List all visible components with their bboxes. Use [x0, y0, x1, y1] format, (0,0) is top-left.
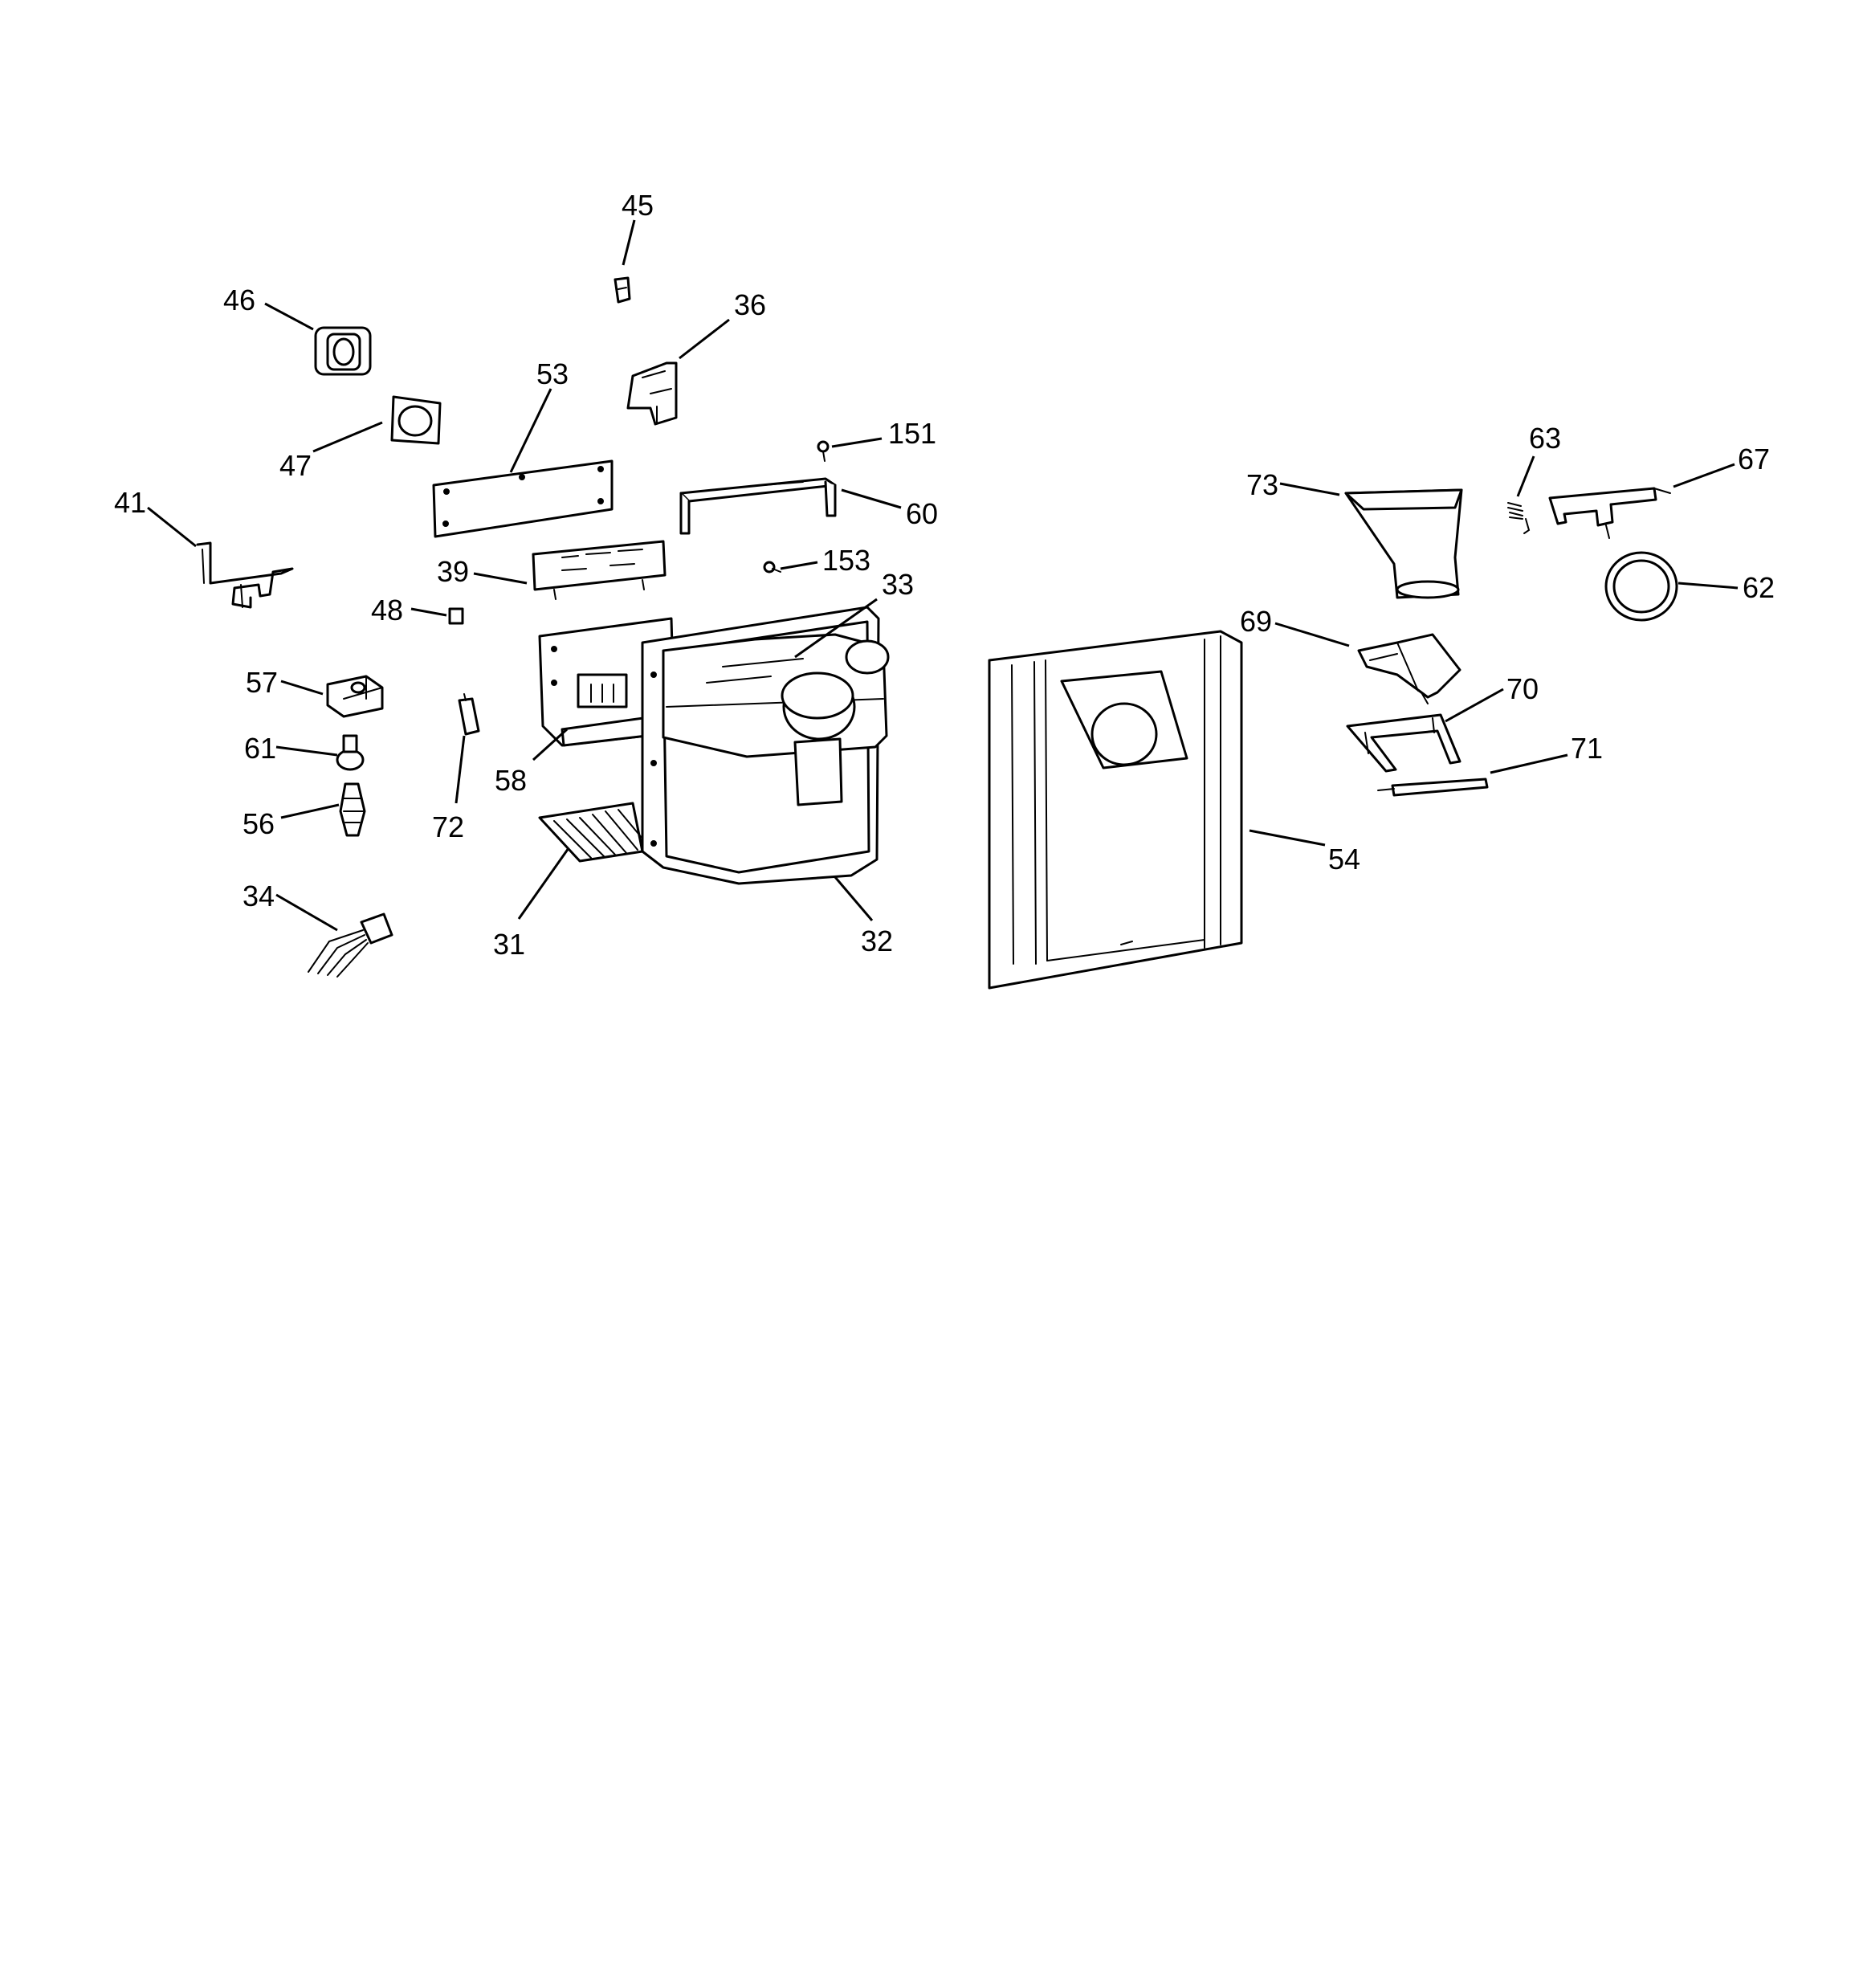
callout-33: 33	[882, 568, 914, 601]
part-39-board	[532, 540, 667, 600]
part-48-block	[448, 607, 464, 625]
callout-31: 31	[493, 928, 525, 961]
callout-151: 151	[888, 417, 936, 450]
part-41-bracket	[196, 541, 294, 609]
callout-67: 67	[1738, 443, 1770, 476]
callout-34: 34	[243, 880, 275, 912]
part-73-chute-funnel	[1344, 488, 1463, 599]
part-151-screw	[817, 440, 830, 462]
callout-60: 60	[906, 497, 938, 530]
callout-46: 46	[223, 284, 255, 316]
part-45-clip	[614, 276, 631, 304]
part-31-drip-tray	[538, 802, 644, 863]
callout-47: 47	[279, 449, 312, 482]
part-62-ring	[1604, 551, 1678, 622]
part-47-frame	[390, 395, 442, 445]
part-36-bracket	[626, 361, 678, 426]
callout-70: 70	[1506, 672, 1539, 705]
part-60-channel	[679, 477, 837, 535]
part-153-screw	[763, 561, 781, 574]
callout-41: 41	[114, 486, 146, 519]
callout-48: 48	[371, 594, 403, 627]
callout-53: 53	[536, 357, 569, 390]
callout-72: 72	[432, 810, 464, 843]
part-70-frame	[1346, 713, 1461, 773]
part-72-switch	[458, 693, 480, 736]
callout-61: 61	[244, 732, 276, 765]
part-32-dispenser-body	[641, 606, 890, 885]
part-71-rod	[1377, 778, 1489, 797]
callout-45: 45	[622, 189, 654, 222]
part-34-wire-harness	[308, 912, 393, 978]
callout-73: 73	[1246, 468, 1278, 501]
callout-54: 54	[1328, 843, 1360, 876]
part-53-panel	[432, 459, 614, 538]
callout-71: 71	[1571, 732, 1603, 765]
callout-57: 57	[246, 666, 278, 699]
part-69-chute-base	[1357, 633, 1461, 704]
callout-63: 63	[1529, 422, 1561, 455]
callout-62: 62	[1743, 571, 1775, 604]
callout-58: 58	[495, 764, 527, 797]
part-56-bulb	[339, 782, 366, 837]
part-54-door-recess	[988, 630, 1243, 990]
part-61-bulb-socket	[336, 734, 365, 771]
part-67-lever-bracket	[1548, 487, 1671, 539]
callout-32: 32	[861, 925, 893, 957]
callout-36: 36	[734, 288, 766, 321]
leader-lines	[147, 219, 1739, 932]
part-46-knob-housing	[314, 326, 372, 376]
callout-153: 153	[822, 544, 870, 577]
callout-39: 39	[437, 555, 469, 588]
part-57-socket-block	[326, 675, 384, 718]
callout-56: 56	[243, 807, 275, 840]
callout-labels: 45 46 36 53 47 151 41 60 153 39 33 48 57…	[114, 189, 1775, 961]
callout-69: 69	[1240, 605, 1272, 638]
part-63-spring	[1507, 502, 1531, 534]
